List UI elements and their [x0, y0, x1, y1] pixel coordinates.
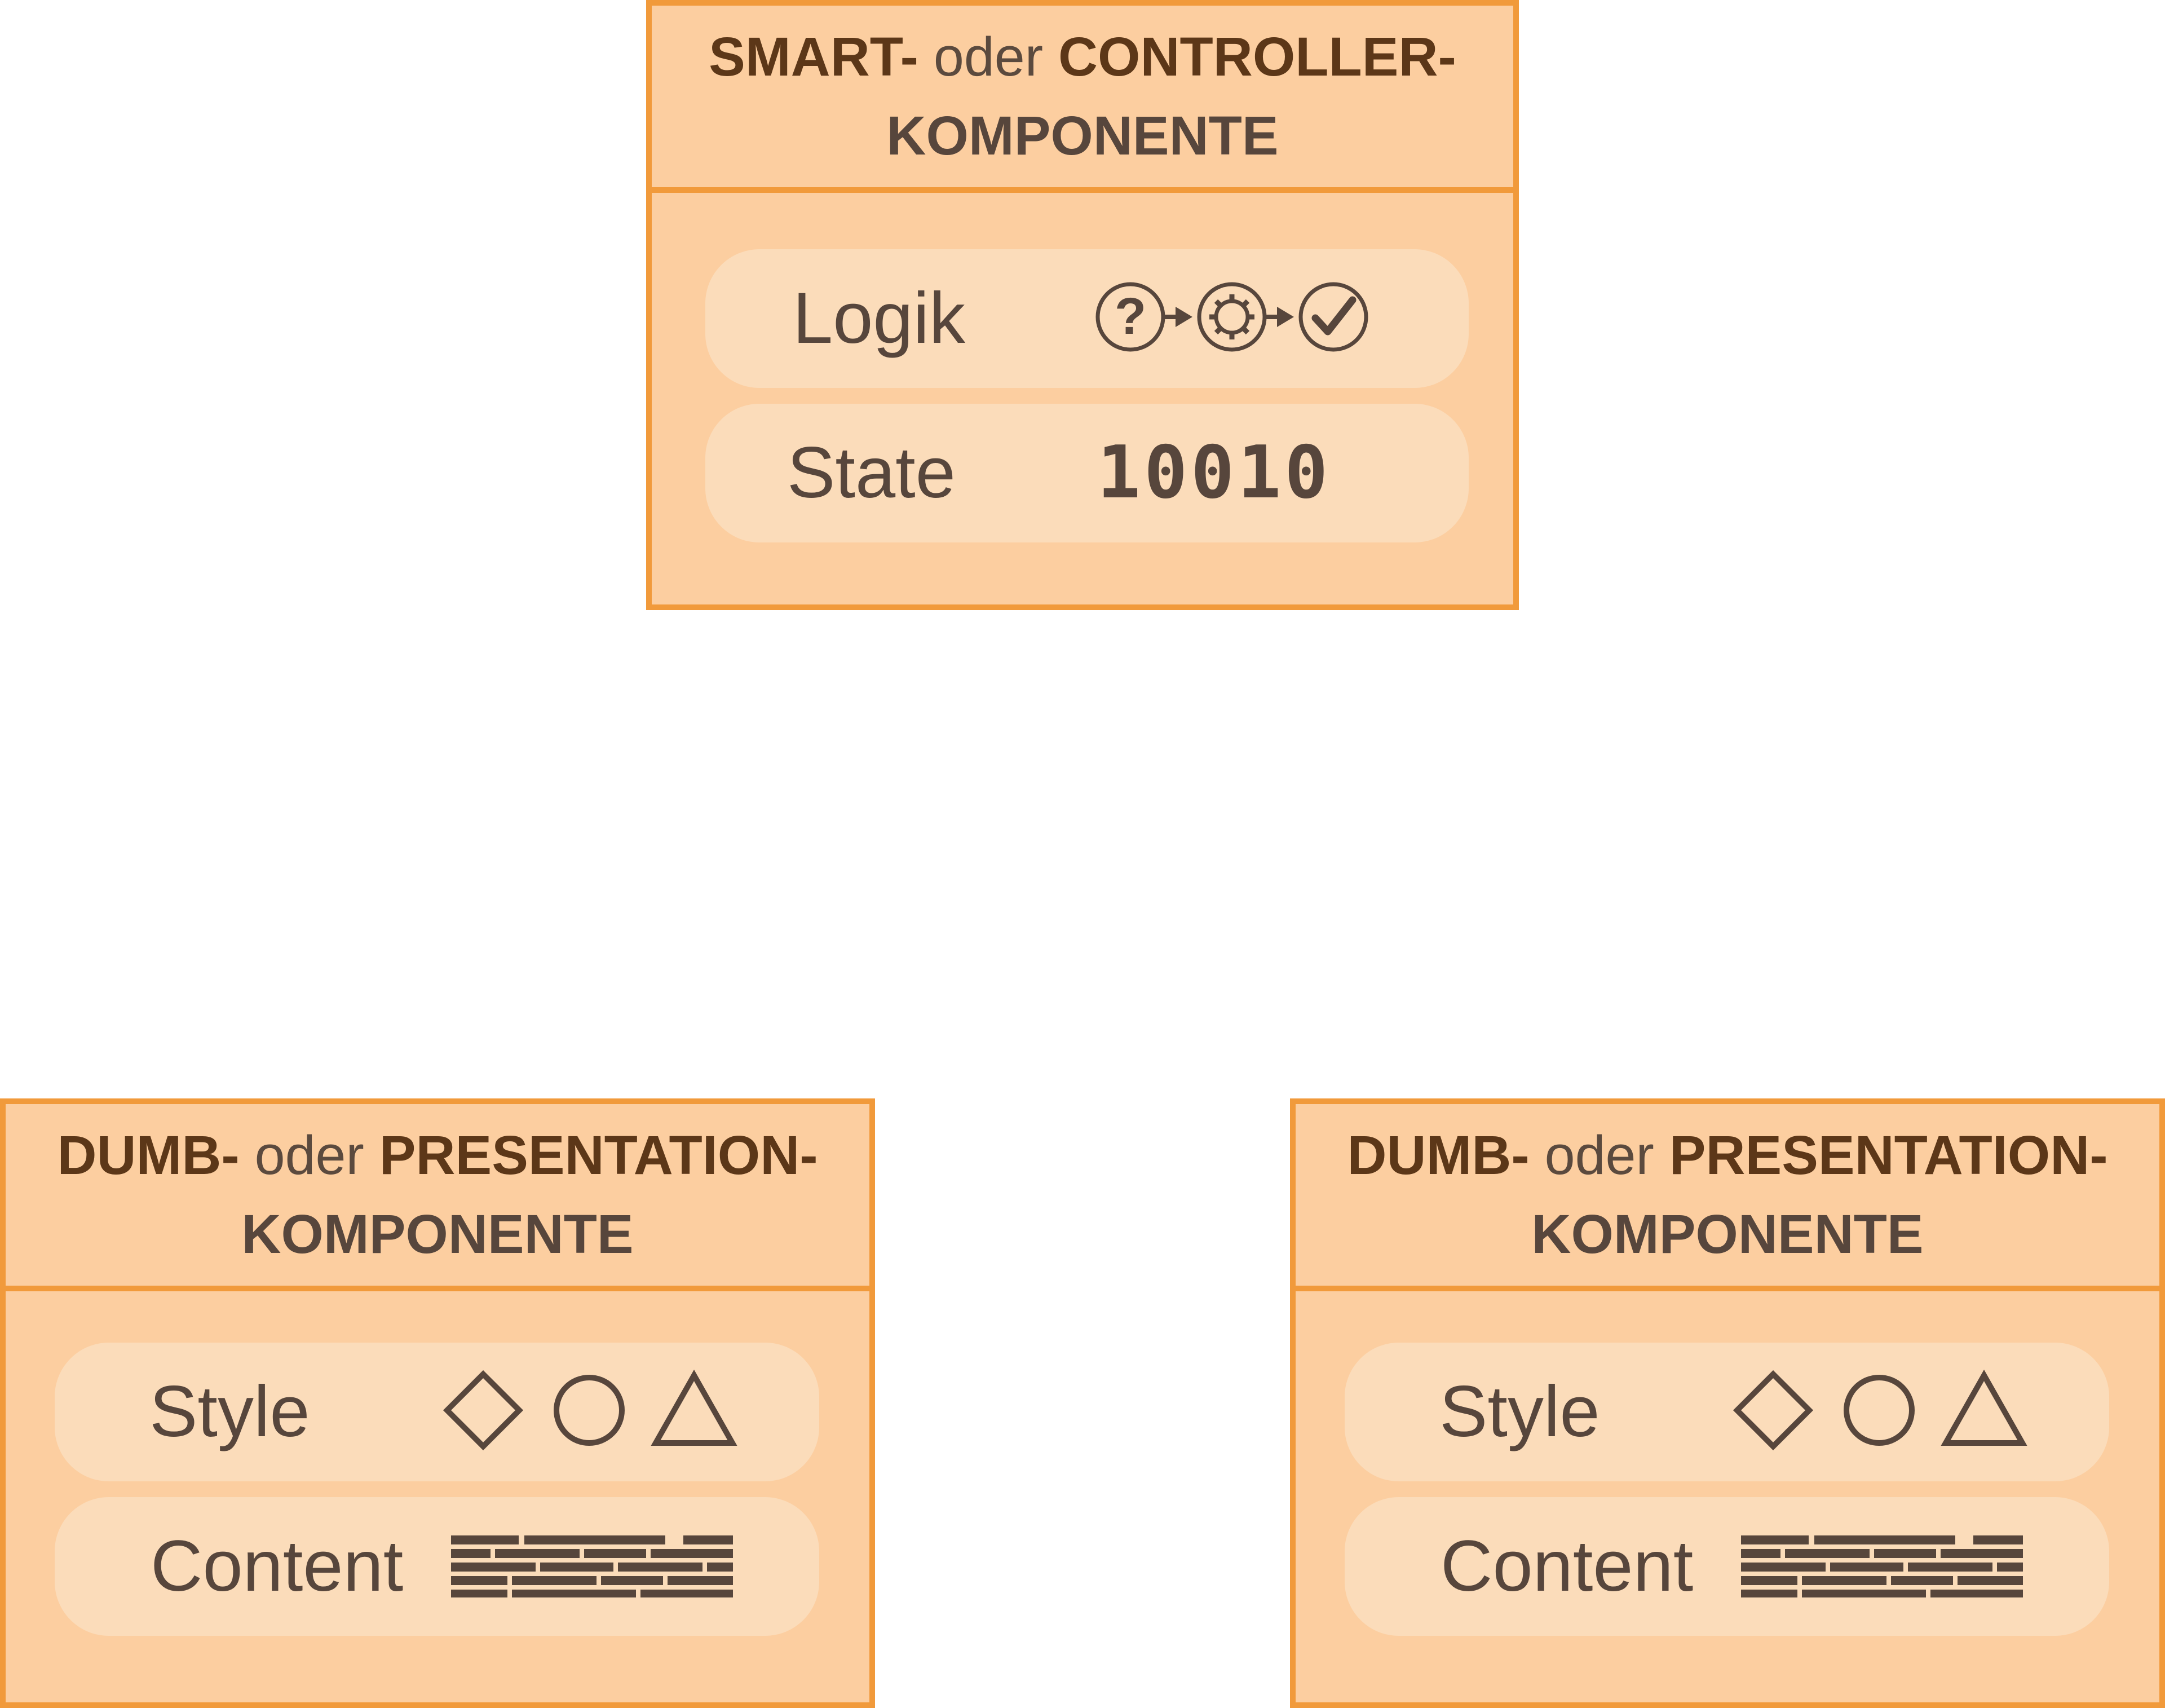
- title-komponente: KOMPONENTE: [1531, 1203, 1924, 1265]
- style-label: Style: [1439, 1371, 1600, 1452]
- style-row-right: Style: [1345, 1343, 2109, 1481]
- diamond-icon: [1733, 1370, 1814, 1451]
- dumb-component-title-right: DUMB- oder PRESENTATION- KOMPONENTE: [1296, 1104, 2159, 1291]
- title-bold-presentation: PRESENTATION-: [1669, 1124, 2108, 1186]
- style-shapes-icon: [1733, 1369, 2027, 1451]
- triangle-icon: [651, 1369, 737, 1446]
- check-circle-icon: [1298, 282, 1368, 352]
- text-lines-icon: [1741, 1535, 2023, 1597]
- dumb-component-box-right: DUMB- oder PRESENTATION- KOMPONENTE Styl…: [1290, 1098, 2165, 1708]
- state-label: State: [787, 432, 956, 513]
- title-oder: oder: [1529, 1124, 1669, 1186]
- gear-circle-icon: [1197, 282, 1267, 352]
- question-circle-icon: ?: [1095, 282, 1165, 352]
- diamond-icon: [443, 1370, 524, 1451]
- content-label: Content: [1441, 1526, 1694, 1607]
- state-value: 10010: [1097, 431, 1332, 515]
- svg-text:?: ?: [1115, 288, 1146, 345]
- content-label: Content: [151, 1526, 404, 1607]
- title-bold-dumb: DUMB-: [57, 1124, 240, 1186]
- title-bold-presentation: PRESENTATION-: [379, 1124, 818, 1186]
- text-lines-icon: [451, 1535, 733, 1597]
- circle-icon: [1844, 1375, 1915, 1446]
- title-komponente: KOMPONENTE: [241, 1203, 634, 1265]
- content-row-right: Content: [1345, 1497, 2109, 1636]
- logic-row: Logik ?: [705, 249, 1469, 388]
- dumb-component-box-left: DUMB- oder PRESENTATION- KOMPONENTE Styl…: [0, 1098, 875, 1708]
- triangle-icon: [1941, 1369, 2027, 1446]
- title-bold-dumb: DUMB-: [1347, 1124, 1530, 1186]
- state-row: State 10010: [705, 404, 1469, 542]
- arrow-right-icon: [1164, 307, 1192, 327]
- style-label: Style: [149, 1371, 310, 1452]
- style-row-left: Style: [55, 1343, 819, 1481]
- title-komponente: KOMPONENTE: [886, 105, 1279, 166]
- smart-component-title: SMART- oder CONTROLLER- KOMPONENTE: [652, 6, 1513, 193]
- title-oder: oder: [239, 1124, 379, 1186]
- content-row-left: Content: [55, 1497, 819, 1636]
- title-oder: oder: [918, 26, 1058, 87]
- smart-component-box: SMART- oder CONTROLLER- KOMPONENTE Logik…: [646, 0, 1519, 610]
- logic-flow-icon: ?: [1095, 282, 1368, 352]
- logic-label: Logik: [793, 278, 965, 359]
- title-bold-controller: CONTROLLER-: [1058, 26, 1456, 87]
- circle-icon: [554, 1375, 625, 1446]
- title-bold-smart: SMART-: [709, 26, 918, 87]
- arrow-right-icon: [1266, 307, 1294, 327]
- style-shapes-icon: [443, 1369, 737, 1451]
- dumb-component-title-left: DUMB- oder PRESENTATION- KOMPONENTE: [6, 1104, 869, 1291]
